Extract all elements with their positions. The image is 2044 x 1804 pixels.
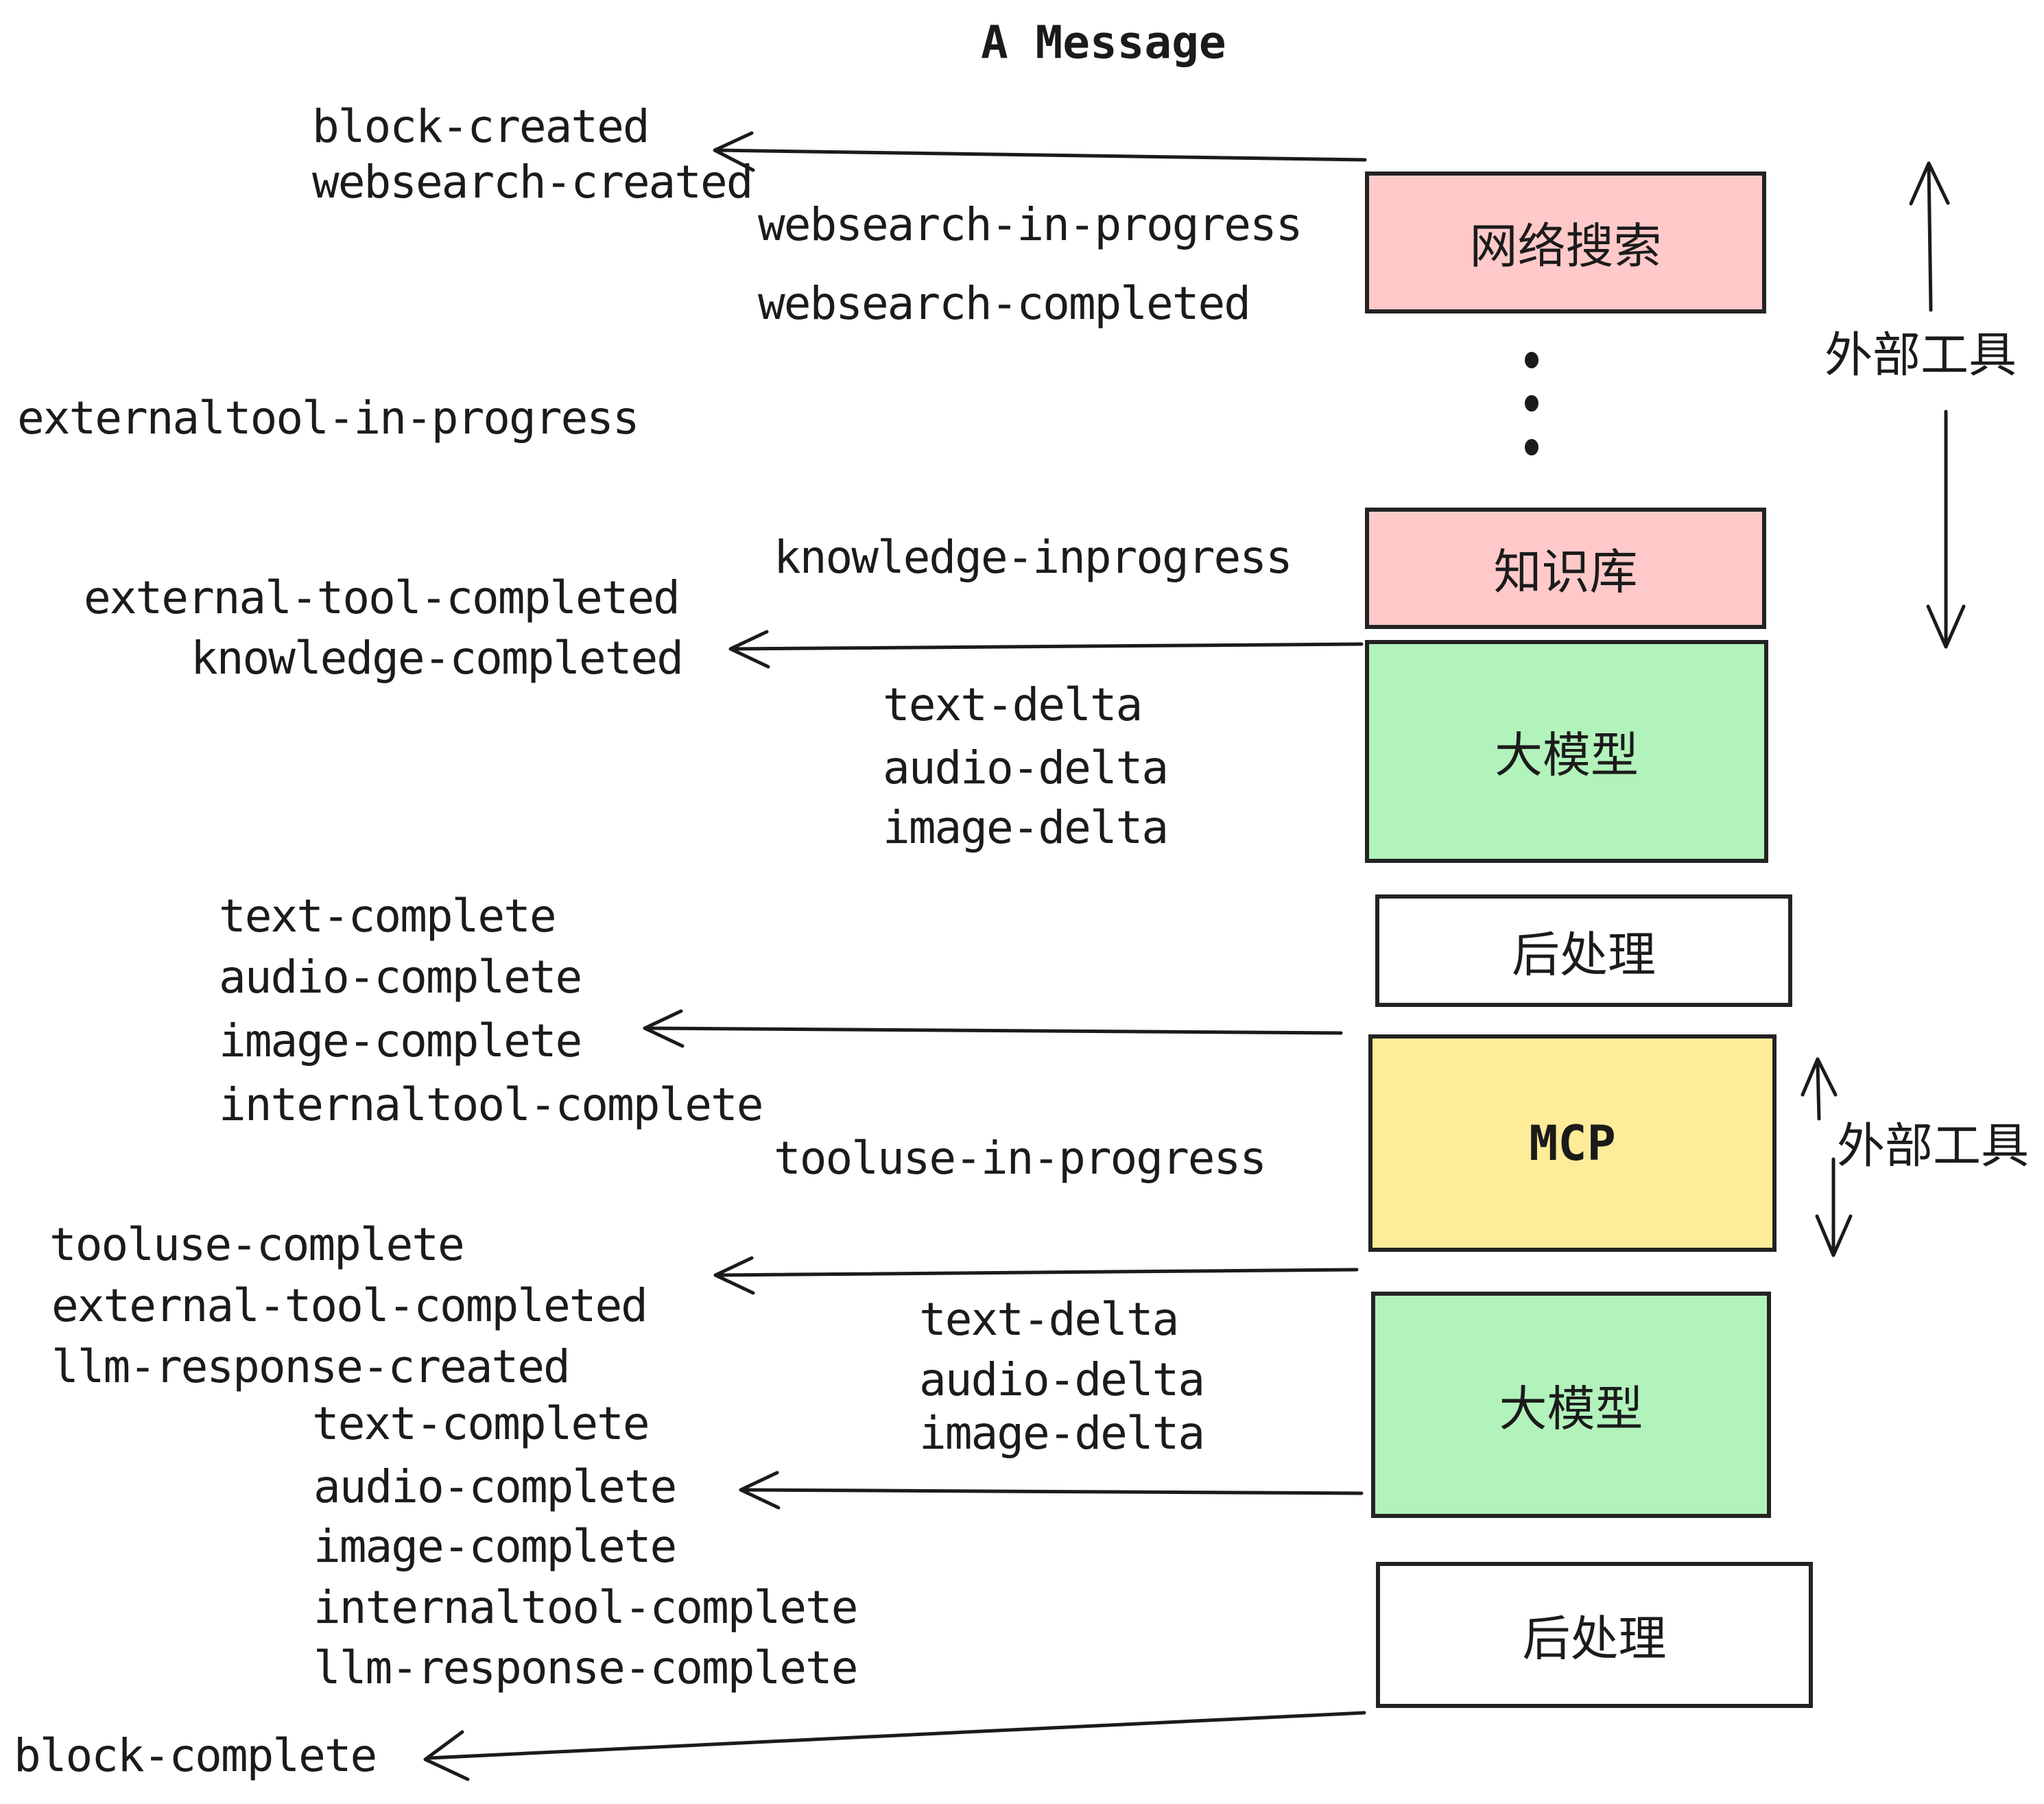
arrow-to-image-complete [643,1009,1343,1048]
event-label-external-tool-completed-2: external-tool-completed [51,1279,648,1332]
event-label-internaltool-complete-1: internaltool-complete [219,1078,763,1131]
arrow-external-tools-bottom-up [1801,1057,1838,1121]
box-post-2-label: 后处理 [1522,1611,1667,1667]
event-label-websearch-created: websearch-created [312,156,754,209]
arrow-to-tooluse-complete [713,1256,1359,1295]
box-llm-2-label: 大模型 [1499,1380,1643,1437]
event-label-image-complete-1: image-complete [219,1014,582,1067]
event-label-audio-delta-2: audio-delta [919,1353,1205,1406]
event-label-audio-complete-2: audio-complete [313,1460,677,1513]
event-label-internaltool-complete-2: internaltool-complete [313,1581,858,1634]
event-label-knowledge-completed: knowledge-completed [191,632,684,685]
box-mcp-label: MCP [1529,1115,1616,1172]
box-websearch: 网络搜索 [1365,171,1766,313]
arrow-to-block-complete [423,1711,1366,1781]
event-label-llm-response-created: llm-response-created [51,1340,571,1393]
box-llm-1: 大模型 [1365,640,1768,863]
diagram-title: A Message [981,16,1226,69]
box-post-1: 后处理 [1375,894,1792,1007]
event-label-image-complete-2: image-complete [313,1520,677,1573]
event-label-block-created: block-created [312,100,650,153]
event-label-audio-complete-1: audio-complete [219,951,582,1004]
event-label-external-tool-completed: external-tool-completed [84,571,680,624]
event-label-audio-delta-1: audio-delta [883,741,1169,794]
box-knowledge: 知识库 [1365,508,1766,629]
event-label-text-delta-1: text-delta [883,678,1143,731]
event-label-text-delta-2: text-delta [919,1293,1179,1346]
box-knowledge-label: 知识库 [1493,544,1638,600]
event-label-websearch-completed: websearch-completed [758,277,1251,330]
arrow-to-websearch-created [713,131,1367,172]
ellipsis-dots [1525,352,1538,455]
event-label-externaltool-in-progress: externaltool-in-progress [17,392,640,444]
box-post-1-label: 后处理 [1512,926,1656,983]
event-label-tooluse-complete: tooluse-complete [49,1218,465,1271]
side-label-external-tools-bottom: 外部工具 [1837,1117,2029,1174]
event-label-image-delta-1: image-delta [883,801,1169,854]
side-label-external-tools-top: 外部工具 [1825,327,2017,383]
arrow-to-knowledge-completed [728,630,1364,669]
event-label-block-complete: block-complete [14,1729,377,1782]
arrow-external-tools-top-down [1926,410,1966,649]
box-llm-1-label: 大模型 [1495,727,1639,783]
event-label-image-delta-2: image-delta [919,1407,1205,1460]
box-mcp: MCP [1368,1034,1776,1252]
event-label-tooluse-in-progress: tooluse-in-progress [774,1132,1267,1185]
event-label-text-complete-2: text-complete [312,1397,650,1450]
arrow-to-audio-complete [739,1471,1364,1510]
box-websearch-label: 网络搜索 [1469,218,1662,274]
event-label-llm-response-complete: llm-response-complete [313,1641,858,1694]
event-label-websearch-in-progress: websearch-in-progress [758,198,1303,251]
event-label-knowledge-inprogress: knowledge-inprogress [774,531,1293,584]
arrow-external-tools-top-up [1909,161,1950,312]
box-llm-2: 大模型 [1371,1292,1771,1518]
box-post-2: 后处理 [1376,1562,1813,1708]
event-label-text-complete-1: text-complete [219,890,557,942]
